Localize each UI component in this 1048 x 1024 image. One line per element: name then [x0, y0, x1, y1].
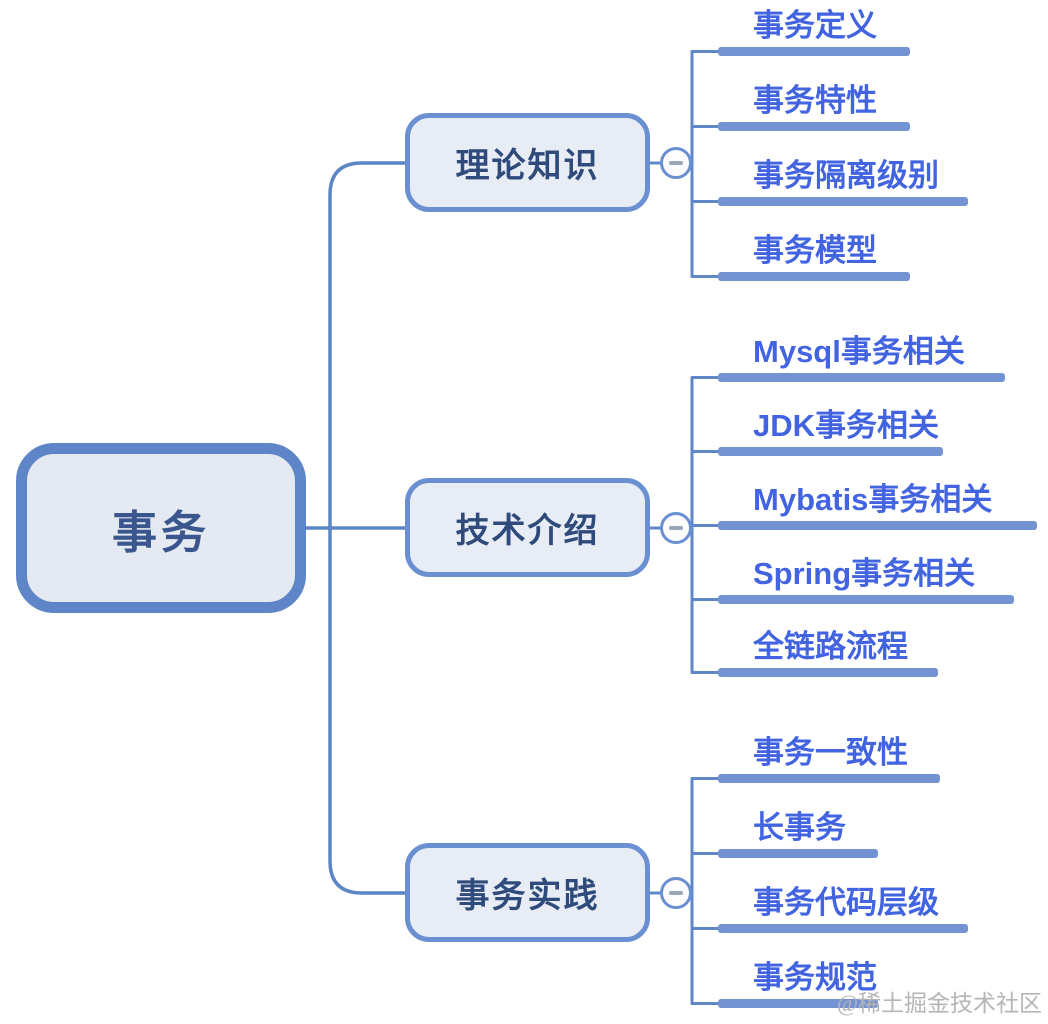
minus-icon [669, 526, 683, 530]
leaf-underline [718, 924, 968, 933]
leaf-underline [718, 272, 910, 281]
leaf-underline [718, 849, 878, 858]
leaf-label: 事务规范 [753, 960, 877, 995]
branch-2-trunk [648, 376, 724, 674]
leaf-underline [718, 595, 1014, 604]
leaf-underline [718, 197, 968, 206]
leaf-node[interactable]: 事务隔离级别 [718, 158, 968, 208]
leaf-label: 事务隔离级别 [753, 158, 939, 193]
root-node-transaction[interactable]: 事务 [16, 443, 306, 613]
leaf-label: 全链路流程 [753, 629, 908, 664]
leaf-node[interactable]: 全链路流程 [718, 629, 938, 679]
leaf-label: 事务模型 [753, 233, 877, 268]
leaf-label: 事务定义 [753, 8, 877, 43]
collapse-button-theory[interactable] [660, 147, 692, 179]
collapse-button-technology[interactable] [660, 512, 692, 544]
leaf-underline [718, 999, 878, 1008]
leaf-label: 长事务 [753, 810, 846, 845]
leaf-node[interactable]: Mysql事务相关 [718, 334, 1005, 384]
leaf-underline [718, 373, 1005, 382]
leaf-node[interactable]: Mybatis事务相关 [718, 482, 1037, 532]
leaf-label: 事务代码层级 [753, 885, 939, 920]
leaf-underline [718, 122, 910, 131]
leaf-node[interactable]: 长事务 [718, 810, 878, 860]
leaf-label: JDK事务相关 [753, 408, 940, 443]
leaf-underline [718, 521, 1037, 530]
branch-1-trunk [648, 50, 724, 278]
leaf-node[interactable]: 事务定义 [718, 8, 910, 58]
leaf-node[interactable]: 事务代码层级 [718, 885, 968, 935]
branch-node-practice[interactable]: 事务实践 [405, 843, 650, 942]
collapse-button-practice[interactable] [660, 877, 692, 909]
leaf-underline [718, 668, 938, 677]
minus-icon [669, 161, 683, 165]
leaf-underline [718, 774, 940, 783]
leaf-label: Mybatis事务相关 [753, 482, 993, 517]
leaf-node[interactable]: Spring事务相关 [718, 556, 1014, 606]
leaf-node[interactable]: 事务特性 [718, 83, 910, 133]
leaf-label: 事务一致性 [753, 735, 908, 770]
minus-icon [669, 891, 683, 895]
leaf-label: Spring事务相关 [753, 556, 976, 591]
leaf-underline [718, 447, 943, 456]
leaf-label: Mysql事务相关 [753, 334, 965, 369]
branch-node-technology[interactable]: 技术介绍 [405, 478, 650, 577]
branch-3-trunk [648, 777, 724, 1005]
leaf-underline [718, 47, 910, 56]
branch-node-theory[interactable]: 理论知识 [405, 113, 650, 212]
leaf-label: 事务特性 [753, 83, 877, 118]
root-connector [304, 161, 407, 895]
leaf-node[interactable]: 事务一致性 [718, 735, 940, 785]
leaf-node[interactable]: 事务规范 [718, 960, 878, 1010]
leaf-node[interactable]: JDK事务相关 [718, 408, 943, 458]
watermark-juejin: @稀土掘金技术社区 [836, 991, 1042, 1016]
leaf-node[interactable]: 事务模型 [718, 233, 910, 283]
